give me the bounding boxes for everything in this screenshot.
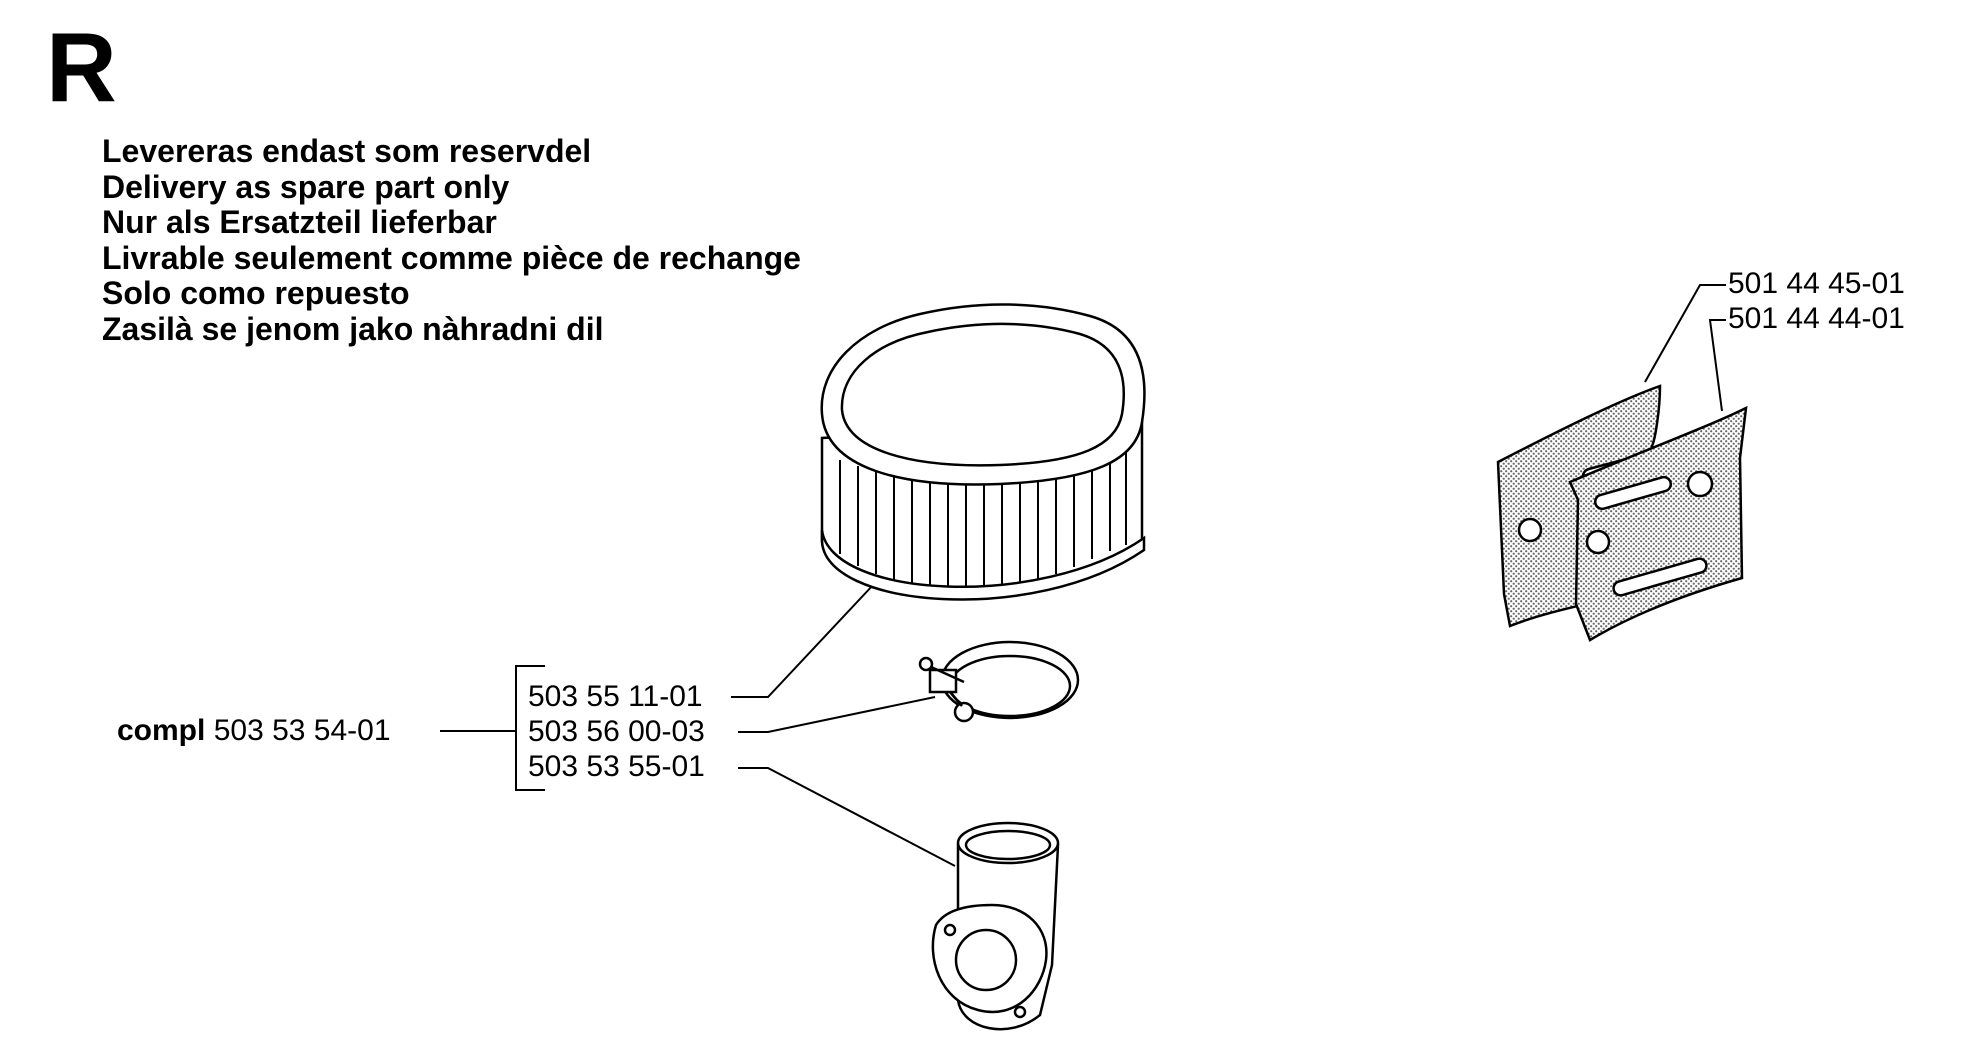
- front-plate-part-number: 501 44 44-01: [1728, 302, 1905, 335]
- hose-clamp-part-number: 503 56 00-03: [528, 715, 705, 748]
- intake-elbow-part-number: 503 53 55-01: [528, 750, 705, 783]
- notice-line-swedish: Levereras endast som reservdel: [102, 133, 592, 169]
- kit-bracket: [440, 665, 545, 791]
- guide-plate-front-illustration: [1568, 405, 1748, 642]
- hose-clamp-leader: [738, 696, 936, 733]
- kit-part-number: 503 53 54-01: [213, 714, 391, 747]
- front-plate-leader: [1708, 319, 1726, 412]
- notice-line-czech: Zasilà se jenom jako nàhradni dil: [102, 310, 604, 347]
- spare-part-notice: Levereras endast som reservdel Delivery …: [102, 133, 801, 347]
- kit-prefix: compl: [117, 714, 206, 747]
- rear-plate-leader: [1644, 284, 1726, 383]
- notice-line-english: Delivery as spare part only: [102, 168, 510, 205]
- kit-part-label: compl 503 53 54-01: [117, 716, 391, 746]
- intake-elbow-leader: [738, 767, 956, 867]
- rear-plate-part-number: 501 44 45-01: [1728, 267, 1905, 300]
- air-filter-illustration: [820, 303, 1146, 601]
- notice-line-spanish: Solo como repuesto: [102, 275, 410, 311]
- intake-elbow-illustration: [931, 821, 1060, 1031]
- air-filter-part-number: 503 55 11-01: [528, 680, 703, 713]
- air-filter-leader: [731, 567, 890, 698]
- hose-clamp-illustration: [918, 640, 1080, 723]
- notice-line-french: Livrable seulement comme pièce de rechan…: [102, 239, 801, 276]
- notice-line-german: Nur als Ersatzteil lieferbar: [102, 204, 497, 240]
- section-letter: R: [46, 12, 117, 122]
